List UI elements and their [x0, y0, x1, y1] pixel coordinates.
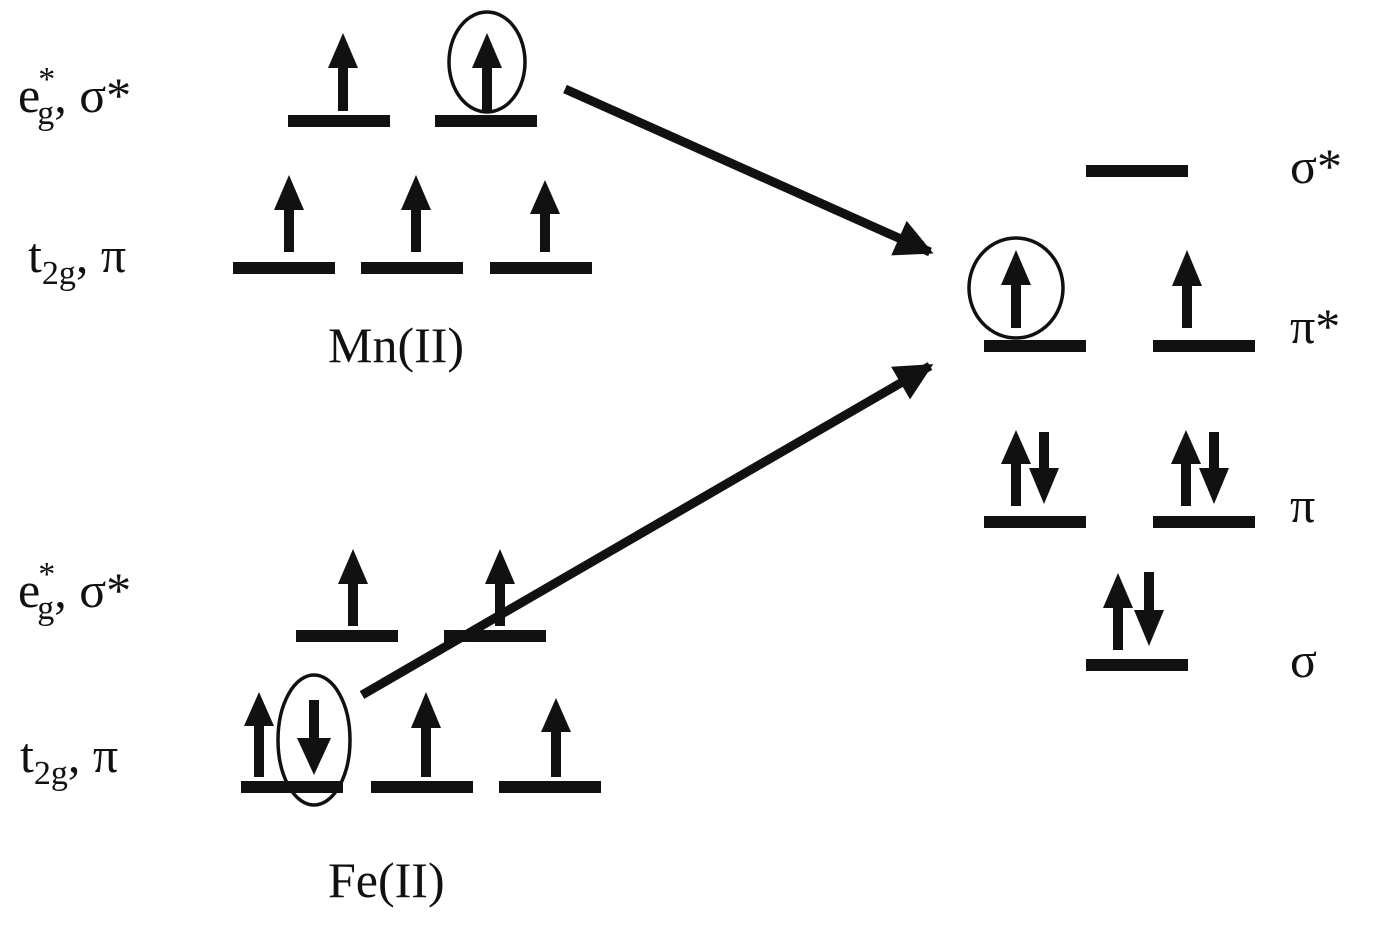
fe-eg-level-2-spin-up-arrow: [485, 549, 515, 626]
fe-name-label: Fe(II): [328, 852, 445, 908]
mn-t2g-label: t2g, π: [28, 227, 126, 292]
fe-t2g-level-2-spin-up-arrow: [411, 692, 441, 777]
ligand-sigma-star-label: σ*: [1290, 138, 1342, 194]
ligand-pi-star-level-1-spin-up-arrow: [1001, 250, 1031, 328]
fe-to-ligand-transfer-arrow: [359, 362, 934, 699]
fe-t2g-label: t2g, π: [20, 727, 118, 792]
ligand-pi-star-label: π*: [1290, 298, 1340, 354]
mn-eg-label: e*g, σ*: [18, 61, 131, 132]
ligand-circled-electron-ring: [967, 236, 1065, 340]
mn-eg-level-2-spin-up-arrow: [472, 33, 502, 111]
fe-t2g-level-1-spin-down-arrow: [297, 700, 331, 775]
ligand-sigma-label: σ: [1290, 632, 1317, 688]
mn-name-label: Mn(II): [328, 317, 464, 373]
ligand-pi-label: π: [1290, 477, 1315, 533]
mn-t2g-level-1-spin-up-arrow: [274, 175, 304, 252]
mn-to-ligand-transfer-arrow: [563, 84, 934, 257]
ligand-pi-level-2-spin-down-arrow: [1199, 432, 1229, 504]
fe-t2g-level-3-spin-up-arrow: [541, 698, 571, 777]
ligand-sigma-level-spin-down-arrow: [1134, 572, 1164, 646]
fe-eg-level-1-spin-up-arrow: [338, 549, 368, 626]
fe-circled-electron-ring: [276, 673, 352, 807]
ligand-sigma-level-spin-up-arrow: [1103, 573, 1133, 650]
fe-eg-label: e*g, σ*: [18, 556, 131, 627]
ligand-pi-level-1-spin-down-arrow: [1029, 432, 1059, 504]
mn-t2g-level-2-spin-up-arrow: [401, 175, 431, 252]
mn-t2g-level-3-spin-up-arrow: [530, 180, 560, 252]
mn-circled-electron-ring: [447, 10, 527, 114]
ligand-pi-level-1-spin-up-arrow: [1001, 430, 1031, 506]
fe-t2g-level-1-spin-up-arrow: [244, 692, 274, 777]
mn-eg-level-1-spin-up-arrow: [328, 33, 358, 111]
ligand-pi-star-level-2-spin-up-arrow: [1172, 250, 1202, 328]
ligand-pi-level-2-spin-up-arrow: [1171, 430, 1201, 506]
